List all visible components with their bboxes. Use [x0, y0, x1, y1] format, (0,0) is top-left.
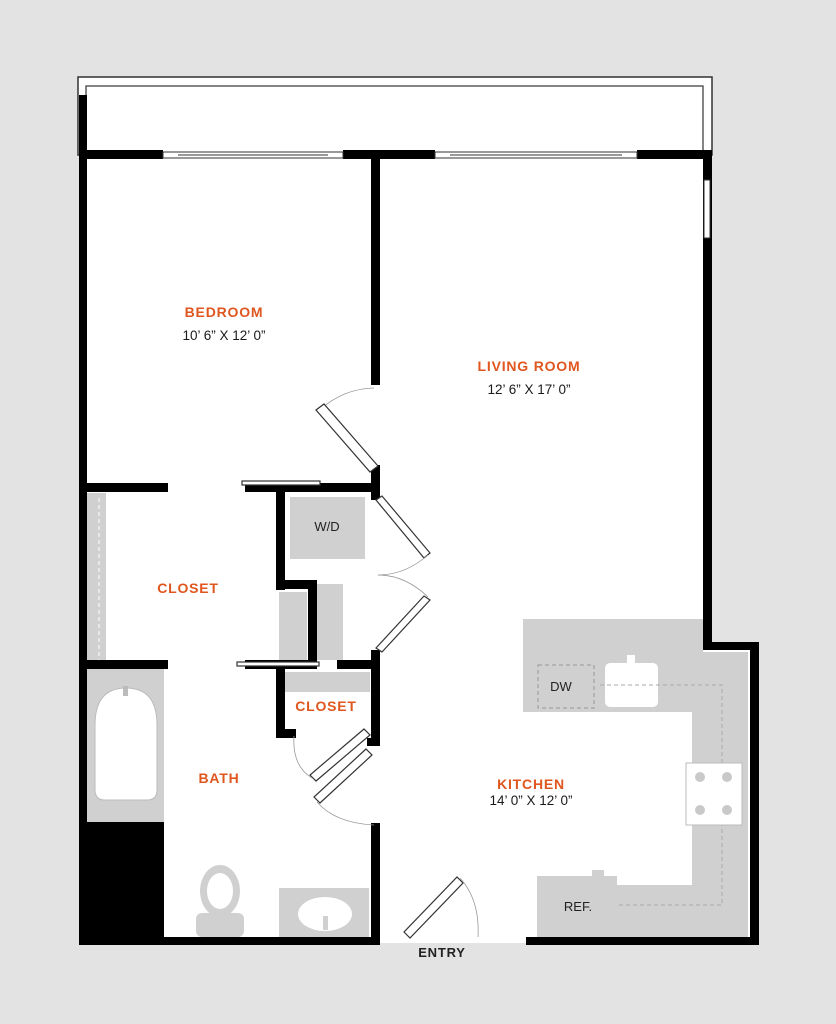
refrigerator-box — [537, 876, 617, 937]
closet-shelf-small — [284, 672, 370, 692]
background-notch — [788, 0, 836, 566]
living-room-dimensions: 12’ 6” X 17’ 0” — [487, 382, 570, 397]
sliding-doors — [236, 480, 321, 667]
bedroom-label: BEDROOM — [185, 304, 264, 320]
closet-shelf-left — [86, 493, 106, 662]
closet-label: CLOSET — [157, 580, 219, 596]
living-room-label: LIVING ROOM — [478, 358, 581, 374]
dishwasher-outline — [537, 664, 595, 709]
cooktop-icon — [685, 762, 743, 826]
toilet-icon — [196, 865, 244, 937]
washer-dryer-box — [290, 497, 365, 559]
kitchen-dimensions: 14’ 0” X 12’ 0” — [489, 793, 572, 808]
washer-dryer-label: W/D — [314, 519, 339, 534]
entry-label: ENTRY — [418, 945, 466, 960]
balcony — [77, 76, 713, 156]
linen-shelf-2 — [317, 584, 343, 660]
small-closet-label: CLOSET — [295, 698, 357, 714]
walls — [79, 95, 759, 945]
refrigerator-label: REF. — [564, 899, 592, 914]
bathtub — [94, 686, 158, 801]
windows — [162, 151, 711, 239]
kitchen-counter-bottom — [617, 885, 748, 937]
swing-doors — [293, 387, 479, 939]
linen-shelf — [279, 592, 307, 660]
sink-icon — [298, 897, 352, 931]
bedroom-dimensions: 10’ 6” X 12’ 0” — [182, 328, 265, 343]
bath-label: BATH — [198, 770, 239, 786]
kitchen-label: KITCHEN — [497, 776, 565, 792]
fridge-handle — [592, 870, 604, 877]
dishwasher-label: DW — [550, 679, 572, 694]
